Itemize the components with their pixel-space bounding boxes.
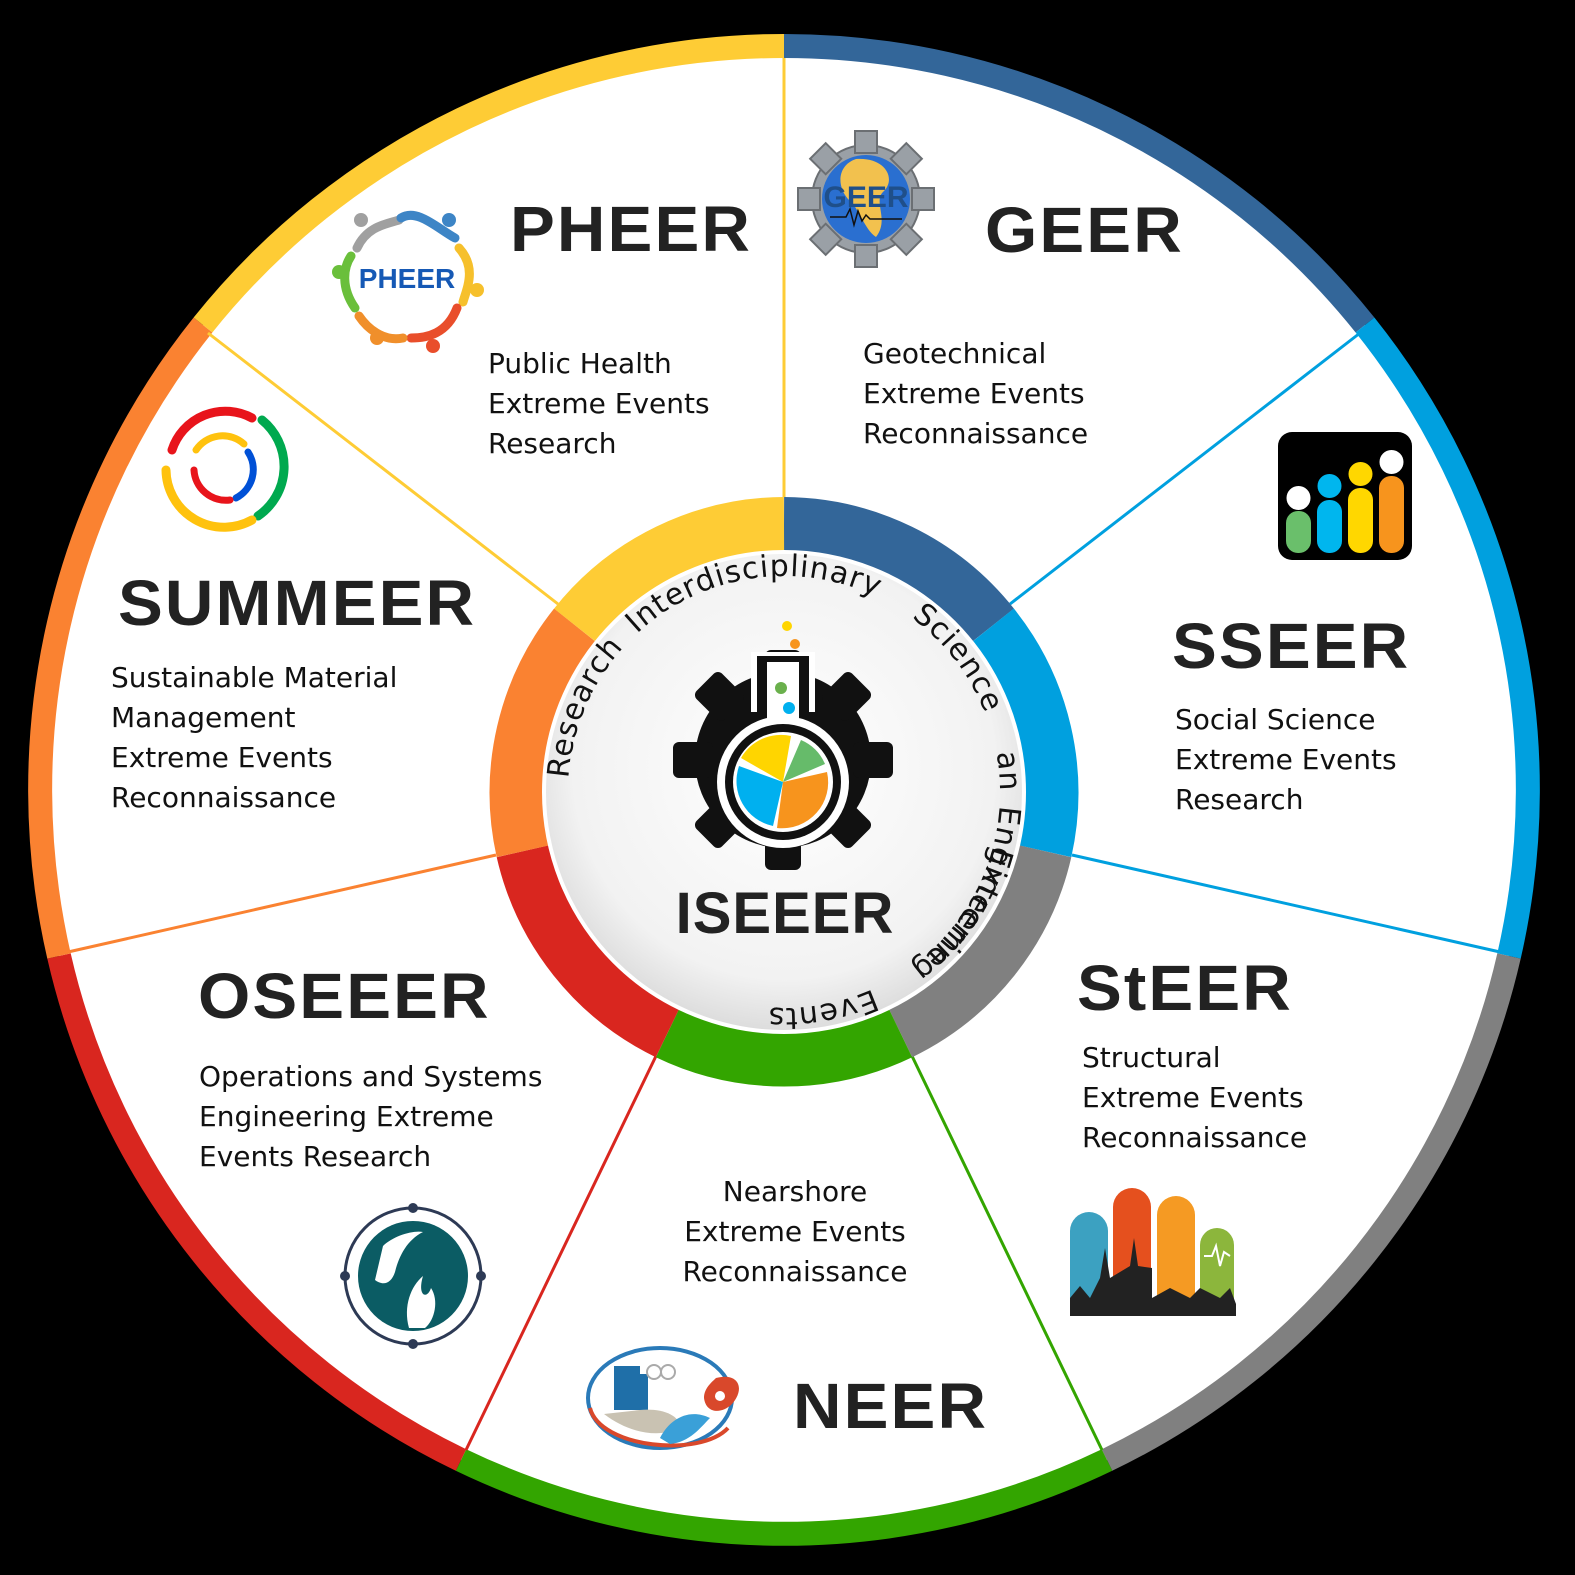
description-line: Geotechnical — [863, 337, 1047, 370]
geer-gear-globe-logo: GEER — [797, 130, 935, 268]
spoke-steer-neer — [910, 1055, 1104, 1451]
description-line: Extreme Events — [488, 387, 710, 420]
description-line: Reconnaissance — [1082, 1121, 1308, 1154]
description-line: Reconnaissance — [682, 1255, 908, 1288]
description-line: Nearshore — [722, 1175, 868, 1208]
description-line: Research — [1175, 783, 1304, 816]
description-line: Operations and Systems — [199, 1060, 543, 1093]
spokes — [67, 58, 1501, 1451]
ring-segment-geer — [783, 34, 1375, 333]
ring-segment-sseer — [1355, 317, 1540, 959]
segment-description-sseer: Social Science Extreme Events Research — [1175, 700, 1397, 820]
segment-heading-steer: StEER — [1077, 952, 1293, 1024]
steer-hazard-skyline-logo — [1070, 1188, 1236, 1316]
segment-heading-summeer: SUMMEER — [118, 567, 477, 639]
description-line: Social Science — [1175, 703, 1376, 736]
segment-heading-pheer: PHEER — [510, 193, 753, 265]
inner-segment-steer — [887, 844, 1072, 1058]
spoke-geer-sseer — [1009, 331, 1361, 606]
description-line: Reconnaissance — [863, 417, 1089, 450]
pheer-logo-text: PHEER — [359, 263, 455, 294]
inner-segment-neer — [655, 1006, 913, 1087]
pheer-people-circle-logo: PHEER — [332, 210, 484, 353]
flask-gear-icon — [673, 621, 893, 870]
inner-segment-summeer — [489, 608, 599, 858]
segment-description-summeer: Sustainable Material Management Extreme … — [111, 658, 397, 818]
summeer-swirl-logo — [161, 406, 289, 532]
description-line: Sustainable Material — [111, 661, 398, 694]
segment-heading-neer: NEER — [793, 1370, 989, 1442]
geer-logo-text: GEER — [823, 181, 908, 214]
inner-ring — [489, 497, 1079, 1087]
ring-segment-steer — [1101, 953, 1521, 1471]
inner-segment-oseeer — [496, 844, 681, 1058]
description-line: Reconnaissance — [111, 781, 337, 814]
segment-description-neer: Nearshore Extreme Events Reconnaissance — [645, 1172, 945, 1292]
description-line: Extreme Events — [1082, 1081, 1304, 1114]
description-line: Management — [111, 701, 296, 734]
spoke-summeer-pheer — [207, 331, 559, 606]
segment-description-geer: Geotechnical Extreme Events Reconnaissan… — [863, 334, 1088, 454]
description-line: Structural — [1082, 1041, 1221, 1074]
inner-segment-pheer — [554, 497, 785, 644]
description-line: Extreme Events — [863, 377, 1085, 410]
segment-heading-sseer: SSEER — [1172, 610, 1411, 682]
outer-ring — [28, 34, 1540, 1546]
description-line: Events Research — [199, 1140, 432, 1173]
sseer-people-bars-logo — [1278, 432, 1412, 560]
ring-segment-summeer — [28, 317, 213, 959]
description-line: Extreme Events — [111, 741, 333, 774]
segment-heading-geer: GEER — [985, 194, 1184, 266]
inner-segment-sseer — [969, 608, 1079, 858]
description-line: Engineering Extreme — [199, 1100, 494, 1133]
spoke-sseer-steer — [1071, 853, 1501, 954]
segment-heading-oseeer: OSEEER — [198, 960, 491, 1032]
oseeer-globe-flame-logo — [340, 1203, 486, 1349]
center-title: ISEEER — [675, 881, 895, 946]
segment-description-pheer: Public Health Extreme Events Research — [488, 344, 710, 464]
description-line: Research — [488, 427, 617, 460]
segment-description-oseeer: Operations and Systems Engineering Extre… — [199, 1057, 542, 1177]
segment-description-steer: Structural Extreme Events Reconnaissance — [1082, 1038, 1307, 1158]
inner-segment-geer — [783, 497, 1014, 644]
neer-coastal-wave-logo — [586, 1346, 739, 1450]
spoke-neer-oseeer — [464, 1055, 658, 1451]
description-line: Public Health — [488, 347, 672, 380]
description-line: Extreme Events — [1175, 743, 1397, 776]
spoke-oseeer-summeer — [67, 853, 497, 954]
ring-segment-oseeer — [47, 953, 467, 1471]
ring-segment-neer — [455, 1449, 1113, 1546]
description-line: Extreme Events — [684, 1215, 906, 1248]
ring-segment-pheer — [193, 34, 785, 333]
